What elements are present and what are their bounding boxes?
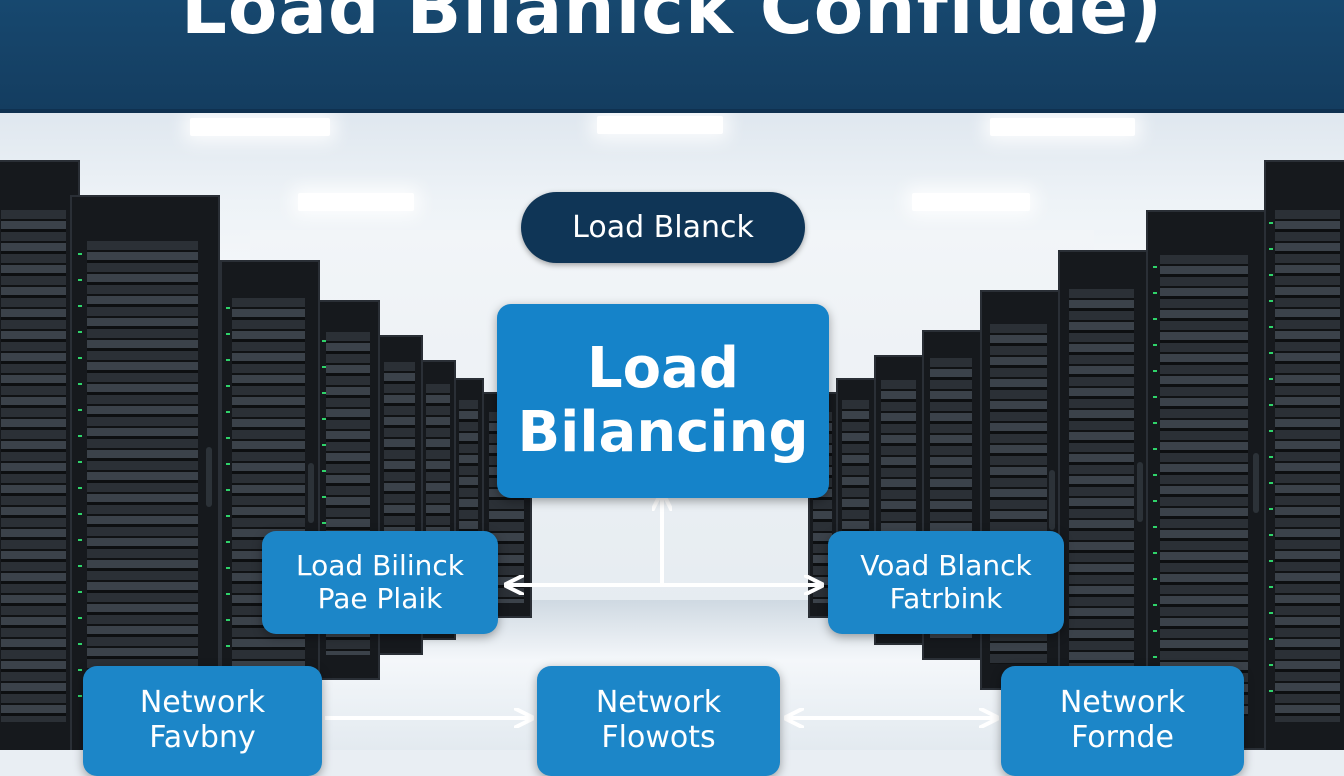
server-rack: [1264, 160, 1344, 750]
page-title: Load Bilanick Confiude): [180, 0, 1164, 50]
title-banner: Load Bilanick Confiude): [0, 0, 1344, 113]
ceiling-light: [190, 118, 330, 136]
bottom-middle-network-box: Network Flowots: [537, 666, 780, 776]
server-rack: [70, 195, 220, 750]
bottom-right-network-box: Network Fornde: [1001, 666, 1244, 776]
mid-left-box: Load Bilinck Pae Plaik: [262, 531, 498, 634]
load-balancing-box: Load Bilancing: [497, 304, 829, 498]
mid-right-line1: Voad Blanck: [860, 549, 1032, 583]
mid-left-line2: Pae Plaik: [317, 581, 443, 615]
mid-right-box: Voad Blanck Fatrbink: [828, 531, 1064, 634]
bottom-middle-line1: Network: [595, 685, 722, 720]
bottom-left-network-box: Network Favbny: [83, 666, 322, 776]
load-balancing-line2: Bilancing: [517, 400, 809, 465]
server-rack: [1058, 250, 1148, 720]
bottom-middle-line2: Flowots: [601, 719, 716, 755]
load-balancing-line1: Load: [586, 335, 740, 401]
bottom-left-line1: Network: [139, 685, 266, 720]
server-rack: [0, 160, 80, 750]
ceiling-light: [912, 193, 1030, 211]
ceiling-light: [597, 116, 723, 134]
ceiling-light: [298, 193, 414, 211]
server-rack: [220, 260, 320, 710]
ceiling-light: [990, 118, 1135, 136]
mid-right-line2: Fatrbink: [889, 581, 1003, 615]
bottom-left-line2: Favbny: [149, 719, 256, 755]
mid-left-line1: Load Bilinck: [296, 549, 464, 583]
bottom-right-line2: Fornde: [1071, 719, 1174, 755]
server-rack: [1146, 210, 1266, 750]
bottom-right-line1: Network: [1059, 685, 1186, 720]
top-pill-label: Load Blanck: [521, 192, 805, 263]
top-pill-text: Load Blanck: [572, 210, 754, 245]
